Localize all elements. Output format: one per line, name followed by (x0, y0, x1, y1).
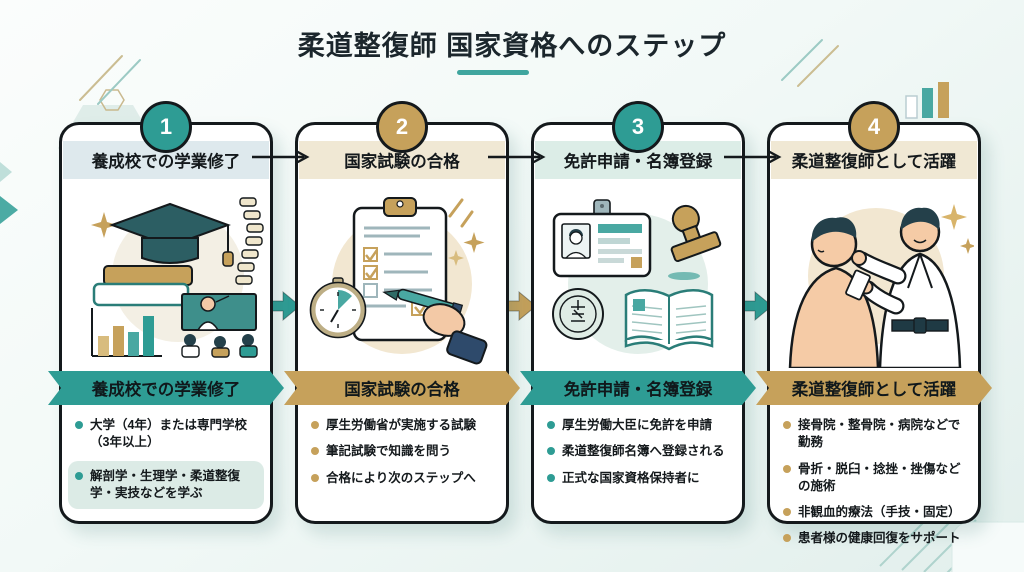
left-edge-triangle-decor (0, 162, 18, 224)
bullet-text: 接骨院・整骨院・病院などで勤務 (798, 418, 961, 450)
step-card-4: 4 柔道整復師として活躍 (756, 101, 992, 545)
arrow-right-icon (488, 149, 546, 165)
training-school-illustration (91, 197, 264, 358)
spine-icon (235, 197, 264, 285)
bullet-text: 柔道整復師名簿へ登録される (562, 444, 725, 459)
step-bullet-list: 厚生労働省が実施する試験 筆記試験で知識を問う 合格により次のステップへ (311, 417, 495, 496)
bullet-text: 厚生労働大臣に免許を申請 (562, 418, 713, 432)
sparkle-icon (941, 204, 974, 254)
step-illustration-wrap (62, 187, 270, 369)
graduation-cap-icon (109, 202, 234, 267)
id-card-icon (552, 199, 652, 278)
step-card-3: 3 免許申請・名簿登録 (520, 101, 756, 524)
page-title: 柔道整復師 国家資格へのステップ (297, 31, 727, 61)
classroom-icon (181, 293, 258, 358)
diagonal-lines-decor (79, 39, 839, 105)
title-underline (457, 70, 529, 75)
step-illustration-wrap (298, 187, 506, 369)
bullet-text: 正式な国家資格保持者に (562, 470, 700, 485)
step-number-badge: 1 (140, 101, 192, 153)
step-number-badge: 4 (848, 101, 900, 153)
bullet-item: 解剖学・生理学・柔道整復学・実技などを学ぶ (68, 460, 264, 509)
bullet-text: 解剖学・生理学・柔道整復学・実技などを学ぶ (90, 468, 241, 500)
step-number-badge: 3 (612, 101, 664, 153)
step-banner: 養成校での学業修了 (48, 371, 284, 405)
bullet-dot (547, 421, 555, 429)
hand-with-pen-icon (382, 288, 488, 365)
treatment-arms (845, 250, 907, 315)
step-illustration-wrap (534, 187, 742, 369)
step-illustration-wrap (770, 187, 978, 369)
bullet-dot (783, 421, 791, 429)
bullet-item: 非観血的療法（手技・固定） (783, 504, 967, 521)
bullet-dot (311, 473, 319, 482)
bullet-item: 患者様の健康回復をサポート (783, 530, 967, 547)
step-banner-label: 免許申請・名簿登録 (563, 381, 713, 399)
bar-chart-decor (905, 82, 949, 119)
step-banner-label: 国家試験の合格 (344, 381, 460, 399)
stopwatch-icon (309, 277, 367, 339)
bullet-dot (311, 447, 319, 456)
bullet-text: 非観血的療法（手技・固定） (798, 505, 961, 519)
bullet-text: 患者様の健康回復をサポート (798, 531, 961, 546)
bullet-dot (75, 421, 83, 429)
step-banner: 国家試験の合格 (284, 371, 520, 405)
bullet-item: 合格により次のステップへ (311, 470, 495, 487)
bullet-dot (75, 471, 83, 480)
sparkle-icon (91, 212, 117, 238)
registry-book-icon (624, 289, 714, 351)
bullet-dot (783, 464, 791, 473)
bullet-dot (547, 447, 555, 456)
bullet-item: 柔道整復師名簿へ登録される (547, 443, 731, 460)
bullet-item: 大学（4年）または専門学校（3年以上） (75, 417, 259, 452)
step-banner-label: 柔道整復師として活躍 (791, 381, 957, 399)
step-bullet-list: 接骨院・整骨院・病院などで勤務 骨折・脱臼・捻挫・挫傷などの施術 非観血的療法（… (783, 417, 967, 557)
national-exam-illustration (309, 197, 488, 365)
step-banner: 柔道整復師として活躍 (756, 371, 992, 405)
step-card-1: 1 養成校での学業修了 (48, 101, 284, 524)
license-registration-illustration (552, 199, 722, 354)
arrow-right-icon (724, 149, 782, 165)
bullet-text: 骨折・脱臼・捻挫・挫傷などの施術 (798, 461, 961, 493)
step-bullet-list: 厚生労働大臣に免許を申請 柔道整復師名簿へ登録される 正式な国家資格保持者に (547, 417, 731, 496)
checklist-clipboard-icon (352, 197, 448, 342)
bullet-item: 筆記試験で知識を問う (311, 443, 495, 460)
bullet-text: 厚生労働省が実施する試験 (326, 418, 477, 432)
bullet-dot (783, 508, 791, 516)
bullet-text: 大学（4年）または専門学校（3年以上） (90, 418, 247, 450)
step-bullet-list: 大学（4年）または専門学校（3年以上） 解剖学・生理学・柔道整復学・実技などを学… (68, 417, 264, 518)
bullet-item: 正式な国家資格保持者に (547, 470, 731, 487)
judo-therapist-at-work-illustration (788, 204, 974, 368)
step-number-badge: 2 (376, 101, 428, 153)
bullet-text: 筆記試験で知識を問う (326, 444, 452, 459)
sparkle-icon (448, 198, 485, 266)
arrow-right-icon (252, 149, 310, 165)
bullet-dot (311, 421, 319, 429)
step-card-2: 2 国家試験の合格 (284, 101, 520, 524)
bullet-item: 骨折・脱臼・捻挫・挫傷などの施術 (783, 461, 967, 496)
bullet-dot (783, 534, 791, 543)
step-header: 柔道整復師として活躍 (771, 141, 977, 179)
bullet-text: 合格により次のステップへ (326, 470, 476, 485)
bullet-item: 接骨院・整骨院・病院などで勤務 (783, 417, 967, 452)
books-icon (92, 265, 193, 307)
bullet-dot (547, 473, 555, 482)
tape-icon (845, 269, 871, 301)
seal-icon (552, 288, 604, 340)
bar-chart-icon (91, 308, 162, 357)
bullet-item: 厚生労働省が実施する試験 (311, 417, 495, 434)
bullet-item: 厚生労働大臣に免許を申請 (547, 417, 731, 434)
stamp-icon (668, 204, 722, 280)
step-banner-label: 養成校での学業修了 (91, 381, 241, 399)
corner-card-decor (951, 521, 1024, 572)
step-banner: 免許申請・名簿登録 (520, 371, 756, 405)
